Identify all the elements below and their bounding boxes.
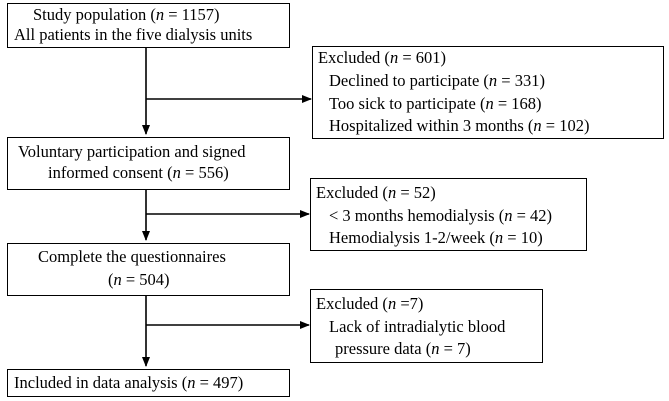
exclusion-2-item: Hemodialysis 1-2/week (n = 10) (329, 228, 543, 247)
questionnaires-line1: Complete the questionnaires (38, 247, 226, 266)
exclusion-3-line2: pressure data (n = 7) (335, 339, 471, 358)
study-population-box (7, 3, 290, 48)
questionnaires-box (7, 243, 290, 296)
exclusion-1-item: Declined to participate (n = 331) (329, 71, 545, 90)
study-population-line2: All patients in the five dialysis units (14, 25, 253, 44)
exclusion-2-title: Excluded (n = 52) (316, 183, 436, 202)
exclusion-1-title: Excluded (n = 601) (318, 48, 446, 67)
final-analysis-box (7, 369, 290, 397)
questionnaires-line2: (n = 504) (108, 270, 170, 289)
consent-line1: Voluntary participation and signed (18, 142, 246, 161)
exclusion-2-item: < 3 months hemodialysis (n = 42) (329, 206, 553, 225)
exclusion-box-2 (310, 178, 587, 251)
study-population-line1: Study population (n = 1157) (33, 5, 220, 24)
exclusion-3-title: Excluded (n =7) (316, 294, 424, 313)
consent-line2: informed consent (n = 556) (48, 163, 229, 182)
exclusion-1-item: Hospitalized within 3 months (n = 102) (329, 116, 590, 135)
exclusion-box-1 (312, 46, 664, 139)
exclusion-box-3 (310, 289, 543, 363)
final-analysis-label: Included in data analysis (n = 497) (14, 373, 244, 392)
consent-box (7, 137, 290, 190)
exclusion-1-item: Too sick to participate (n = 168) (329, 94, 542, 113)
exclusion-3-line1: Lack of intradialytic blood (329, 317, 506, 336)
